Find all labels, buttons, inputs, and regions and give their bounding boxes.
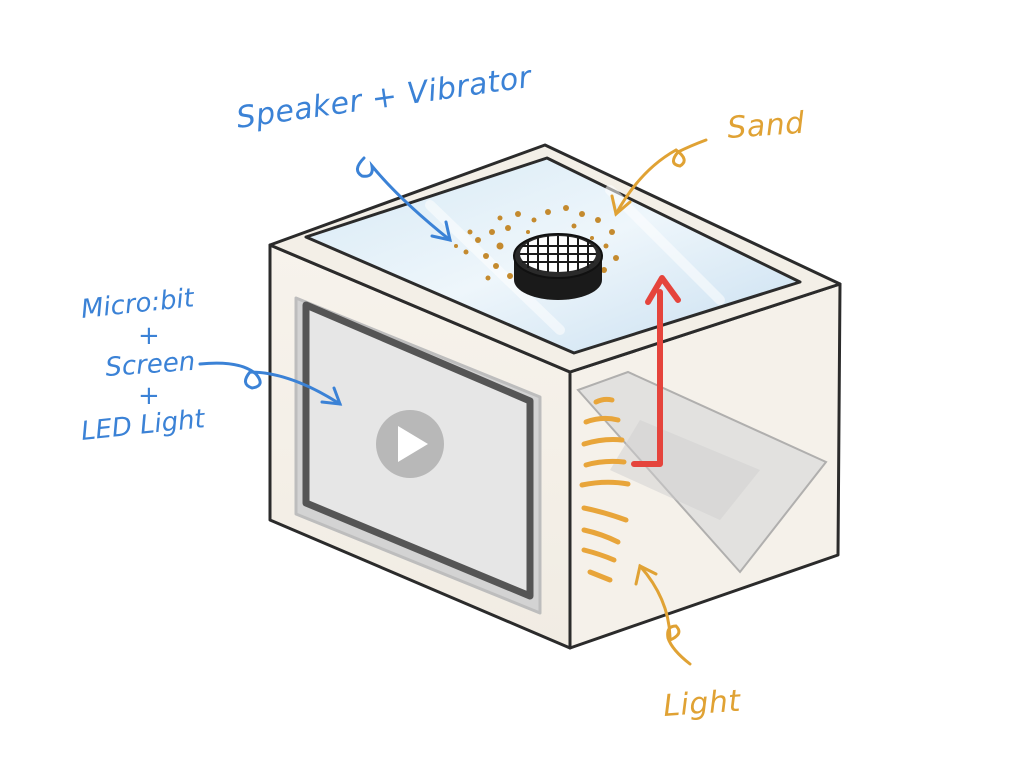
- microbit-label: Micro:bit: [80, 283, 197, 325]
- speaker-annotation-arrow: [356, 156, 452, 242]
- sand-annotation-arrow: [610, 138, 708, 217]
- speaker-label: Speaker + Vibrator: [234, 60, 535, 136]
- light-annotation-arrow: [634, 563, 692, 666]
- light-rays: [579, 396, 631, 583]
- plus-label-2: +: [138, 381, 160, 411]
- screen-annotation-arrow: [198, 361, 343, 406]
- sand-particles: [454, 205, 619, 295]
- interior-light-panel: [576, 370, 828, 574]
- led-light-label: LED Light: [80, 404, 207, 447]
- light-label: Light: [662, 684, 742, 724]
- plus-label-1: +: [138, 321, 160, 351]
- sand-label: Sand: [726, 106, 806, 146]
- play-icon: [376, 410, 444, 478]
- red-arrow: [631, 275, 681, 467]
- screen-display: [294, 296, 542, 615]
- speaker-grille-icon: [513, 233, 603, 300]
- screen-label: Screen: [104, 347, 196, 383]
